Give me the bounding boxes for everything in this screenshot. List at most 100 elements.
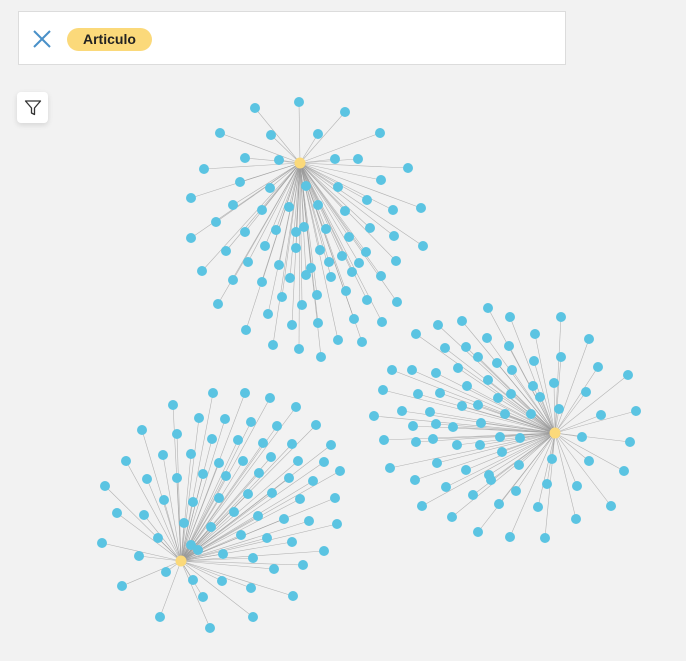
graph-node[interactable] xyxy=(392,297,402,307)
graph-node[interactable] xyxy=(260,241,270,251)
graph-node[interactable] xyxy=(473,400,483,410)
graph-node[interactable] xyxy=(205,623,215,633)
graph-node[interactable] xyxy=(284,202,294,212)
graph-node[interactable] xyxy=(269,564,279,574)
graph-node[interactable] xyxy=(168,400,178,410)
graph-node[interactable] xyxy=(220,414,230,424)
graph-node[interactable] xyxy=(304,516,314,526)
graph-node[interactable] xyxy=(577,432,587,442)
graph-node[interactable] xyxy=(311,420,321,430)
graph-node[interactable] xyxy=(514,460,524,470)
graph-node[interactable] xyxy=(295,494,305,504)
graph-node[interactable] xyxy=(265,183,275,193)
graph-node[interactable] xyxy=(340,206,350,216)
graph-node[interactable] xyxy=(188,497,198,507)
graph-node[interactable] xyxy=(376,271,386,281)
graph-node[interactable] xyxy=(441,482,451,492)
graph-node[interactable] xyxy=(313,200,323,210)
graph-node[interactable] xyxy=(186,233,196,243)
graph-node[interactable] xyxy=(483,375,493,385)
graph-node[interactable] xyxy=(385,463,395,473)
graph-node[interactable] xyxy=(272,421,282,431)
graph-node[interactable] xyxy=(375,128,385,138)
graph-node[interactable] xyxy=(507,365,517,375)
graph-node[interactable] xyxy=(301,270,311,280)
graph-node[interactable] xyxy=(596,410,606,420)
graph-node[interactable] xyxy=(198,469,208,479)
graph-node[interactable] xyxy=(593,362,603,372)
graph-node[interactable] xyxy=(547,454,557,464)
graph-node[interactable] xyxy=(606,501,616,511)
graph-node[interactable] xyxy=(308,476,318,486)
graph-node[interactable] xyxy=(482,333,492,343)
graph-node[interactable] xyxy=(298,560,308,570)
graph-node[interactable] xyxy=(391,256,401,266)
graph-node[interactable] xyxy=(315,245,325,255)
graph-node[interactable] xyxy=(279,514,289,524)
close-button[interactable] xyxy=(31,28,53,50)
graph-node[interactable] xyxy=(435,388,445,398)
graph-node[interactable] xyxy=(299,222,309,232)
graph-node[interactable] xyxy=(235,177,245,187)
graph-node[interactable] xyxy=(287,537,297,547)
graph-node[interactable] xyxy=(476,418,486,428)
graph-node[interactable] xyxy=(452,440,462,450)
graph-node[interactable] xyxy=(337,251,347,261)
graph-node[interactable] xyxy=(248,612,258,622)
graph-node[interactable] xyxy=(362,195,372,205)
graph-node[interactable] xyxy=(535,392,545,402)
graph-node[interactable] xyxy=(306,263,316,273)
graph-node[interactable] xyxy=(431,419,441,429)
graph-node[interactable] xyxy=(526,409,536,419)
graph-hub-node[interactable] xyxy=(294,157,306,169)
graph-node[interactable] xyxy=(319,546,329,556)
graph-node[interactable] xyxy=(319,457,329,467)
graph-node[interactable] xyxy=(433,320,443,330)
graph-node[interactable] xyxy=(542,479,552,489)
graph-node[interactable] xyxy=(468,490,478,500)
graph-node[interactable] xyxy=(142,474,152,484)
graph-node[interactable] xyxy=(475,440,485,450)
graph-node[interactable] xyxy=(410,475,420,485)
graph-node[interactable] xyxy=(274,155,284,165)
graph-node[interactable] xyxy=(313,129,323,139)
graph-node[interactable] xyxy=(408,421,418,431)
graph-node[interactable] xyxy=(266,130,276,140)
graph-node[interactable] xyxy=(347,267,357,277)
graph-node[interactable] xyxy=(365,223,375,233)
graph-node[interactable] xyxy=(134,551,144,561)
graph-node[interactable] xyxy=(428,434,438,444)
graph-node[interactable] xyxy=(293,456,303,466)
graph-node[interactable] xyxy=(511,486,521,496)
graph-node[interactable] xyxy=(243,257,253,267)
graph-node[interactable] xyxy=(473,527,483,537)
graph-node[interactable] xyxy=(505,312,515,322)
graph-node[interactable] xyxy=(431,368,441,378)
graph-node[interactable] xyxy=(243,489,253,499)
graph-hub-node[interactable] xyxy=(175,555,187,567)
graph-node[interactable] xyxy=(376,175,386,185)
graph-node[interactable] xyxy=(121,456,131,466)
graph-node[interactable] xyxy=(285,273,295,283)
graph-node[interactable] xyxy=(291,402,301,412)
graph-node[interactable] xyxy=(240,227,250,237)
graph-node[interactable] xyxy=(369,411,379,421)
graph-node[interactable] xyxy=(291,227,301,237)
graph-node[interactable] xyxy=(221,246,231,256)
graph-node[interactable] xyxy=(233,435,243,445)
graph-node[interactable] xyxy=(362,295,372,305)
graph-node[interactable] xyxy=(448,422,458,432)
graph-node[interactable] xyxy=(340,107,350,117)
graph-node[interactable] xyxy=(291,243,301,253)
graph-node[interactable] xyxy=(504,341,514,351)
graph-node[interactable] xyxy=(333,182,343,192)
graph-node[interactable] xyxy=(158,450,168,460)
graph-node[interactable] xyxy=(515,433,525,443)
graph-node[interactable] xyxy=(529,356,539,366)
graph-node[interactable] xyxy=(253,511,263,521)
graph-node[interactable] xyxy=(505,532,515,542)
graph-node[interactable] xyxy=(457,316,467,326)
graph-node[interactable] xyxy=(486,475,496,485)
graph-node[interactable] xyxy=(554,404,564,414)
graph-node[interactable] xyxy=(228,275,238,285)
